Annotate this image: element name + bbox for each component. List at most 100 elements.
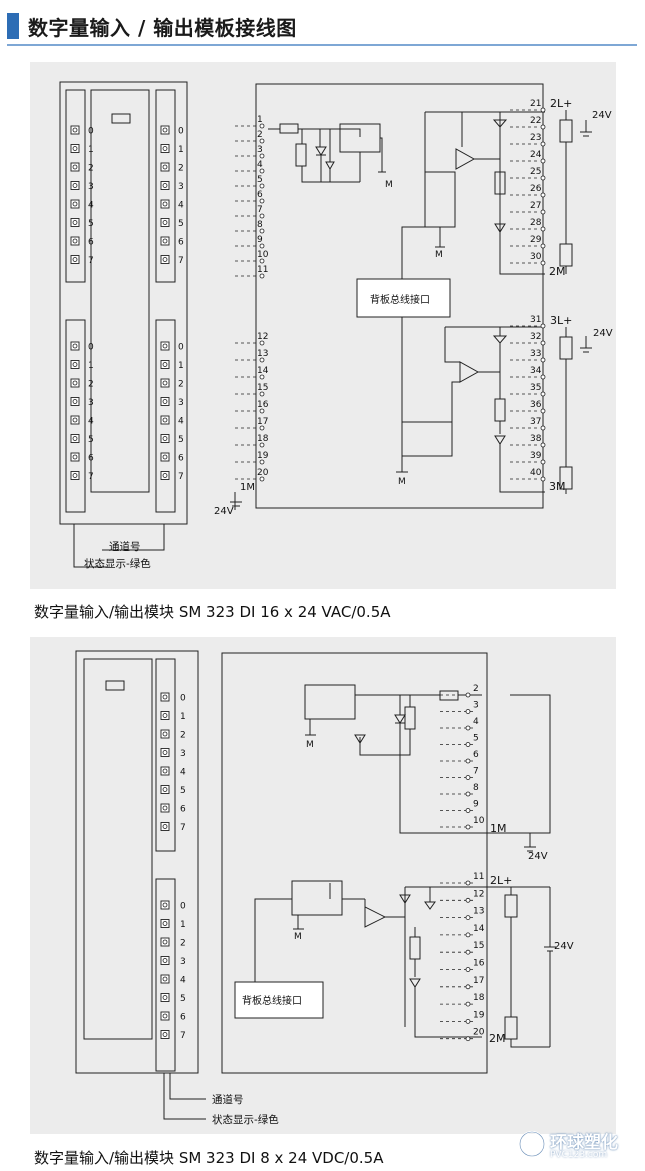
channel-number: 5 <box>180 994 186 1004</box>
led-indicator <box>160 218 170 227</box>
terminal-number: 10 <box>257 250 269 260</box>
led-indicator-dot <box>162 257 168 262</box>
terminal-number: 1 <box>257 115 263 125</box>
led-indicator-dot <box>72 183 78 188</box>
led-indicator-dot <box>162 164 168 170</box>
led-indicator <box>160 729 170 739</box>
led-indicator-dot <box>72 399 78 404</box>
terminal-point <box>465 824 471 830</box>
channel-number: 7 <box>88 256 94 266</box>
led-indicator <box>160 255 170 264</box>
terminal-number: 3 <box>257 145 263 155</box>
terminal-number: 19 <box>257 451 269 461</box>
watermark-url: PVC123.com <box>550 1150 608 1160</box>
module1-24v-label-3: 24V <box>214 506 234 517</box>
led-indicator <box>160 711 170 720</box>
terminal-point <box>540 374 546 380</box>
terminal-number: 19 <box>473 1010 485 1020</box>
led-indicator <box>160 974 170 984</box>
module1-2m-label: 2M <box>549 265 566 278</box>
header-underline <box>7 44 637 46</box>
terminal-number: 13 <box>257 349 268 359</box>
terminal-point <box>259 425 265 431</box>
terminal-number: 8 <box>257 220 263 230</box>
terminal-number: 11 <box>257 265 268 275</box>
led-indicator-dot <box>72 454 78 460</box>
led-indicator <box>160 144 170 153</box>
terminal-number: 22 <box>530 116 541 126</box>
channel-number: 2 <box>180 731 186 741</box>
led-indicator <box>70 471 80 480</box>
terminal-point <box>540 175 546 181</box>
channel-number: 2 <box>178 164 184 174</box>
led-indicator <box>160 822 170 831</box>
watermark-logo-icon <box>518 1130 546 1158</box>
terminal-number: 12 <box>257 332 268 342</box>
channel-number: 4 <box>178 417 184 427</box>
terminal-point <box>465 742 471 747</box>
led-indicator <box>160 900 170 910</box>
led-indicator <box>160 452 170 462</box>
module2-24v-label-1: 24V <box>528 851 548 862</box>
terminal-point <box>465 808 471 813</box>
led-indicator <box>160 1030 170 1039</box>
channel-number: 4 <box>88 417 94 427</box>
led-indicator-dot <box>162 1013 168 1019</box>
led-indicator-dot <box>162 146 168 151</box>
terminal-number: 4 <box>473 717 479 727</box>
module2-1m-label: 1M <box>490 822 507 835</box>
terminal-number: 10 <box>473 816 485 826</box>
led-indicator-dot <box>72 257 78 262</box>
led-indicator <box>70 415 80 425</box>
module2-output-optocoupler <box>291 880 343 916</box>
terminal-number: 9 <box>257 235 263 245</box>
led-indicator <box>70 144 80 153</box>
module1-3l-label: 3L+ <box>550 314 572 327</box>
led-indicator <box>70 162 80 172</box>
module2-schematic-outline <box>221 652 488 1074</box>
terminal-number: 29 <box>530 235 542 245</box>
terminal-point <box>540 357 546 363</box>
led-indicator <box>160 471 170 480</box>
terminal-number: 14 <box>257 366 269 376</box>
module1-output-amplifier-2 <box>459 361 480 383</box>
led-indicator <box>160 181 170 190</box>
module1-backplane-box <box>356 278 451 318</box>
watermark-name: 环球塑化 <box>550 1133 618 1153</box>
channel-number: 7 <box>88 472 94 482</box>
led-indicator-dot <box>72 127 78 133</box>
terminal-number: 7 <box>473 767 479 777</box>
channel-number: 3 <box>88 398 94 408</box>
terminal-point <box>540 141 546 147</box>
module1-legend-status: 状态显示-绿色 <box>84 557 151 570</box>
led-indicator-dot <box>162 201 168 207</box>
led-indicator-dot <box>72 220 78 225</box>
led-indicator-dot <box>162 238 168 244</box>
channel-number: 2 <box>180 939 186 949</box>
terminal-number: 4 <box>257 160 263 170</box>
channel-number: 0 <box>88 343 94 353</box>
module1-m-label-2: M <box>435 250 443 260</box>
module1-led-strip-a <box>65 89 86 283</box>
channel-number: 0 <box>178 343 184 353</box>
led-indicator <box>70 452 80 462</box>
channel-number: 3 <box>88 182 94 192</box>
channel-number: 4 <box>180 768 186 778</box>
channel-number: 5 <box>178 435 184 445</box>
terminal-number: 9 <box>473 800 479 810</box>
terminal-point <box>259 153 265 159</box>
led-indicator <box>160 378 170 388</box>
led-indicator-dot <box>162 787 168 792</box>
terminal-number: 40 <box>530 468 542 478</box>
terminal-point <box>465 897 471 903</box>
led-indicator-dot <box>162 921 168 926</box>
channel-number: 7 <box>178 256 184 266</box>
terminal-point <box>259 357 265 363</box>
led-indicator-dot <box>162 694 168 700</box>
led-indicator <box>160 692 170 702</box>
channel-number: 1 <box>180 920 186 930</box>
terminal-number: 38 <box>530 434 542 444</box>
